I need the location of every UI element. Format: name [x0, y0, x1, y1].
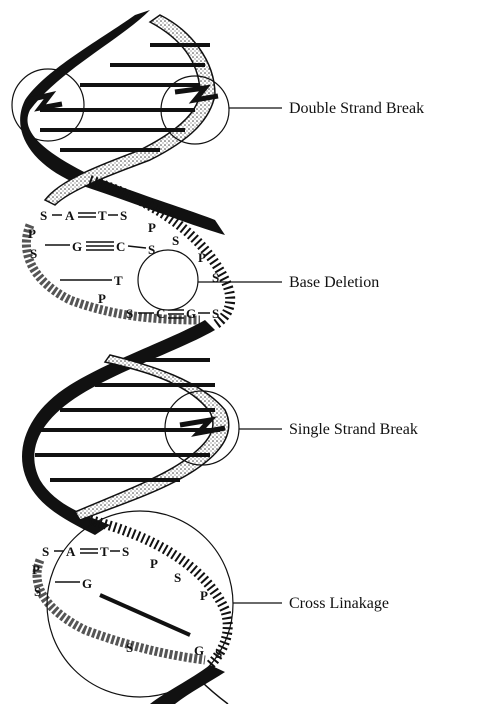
helix-strand-dark-bottom — [150, 665, 225, 704]
base-t: T — [98, 208, 107, 223]
base-s8: S — [126, 640, 133, 655]
backbone-s-l2: S — [34, 584, 41, 599]
base-s4: S — [126, 306, 133, 321]
backbone-p-l2: P — [32, 562, 40, 577]
label-base-deletion: Base Deletion — [289, 274, 379, 291]
base-s6: S — [42, 544, 49, 559]
leader-lines — [198, 108, 282, 603]
base-s7: S — [122, 544, 129, 559]
backbone-s-r3: S — [174, 570, 181, 585]
cross-link-bar — [100, 595, 190, 635]
base-deletion-circle — [138, 250, 198, 310]
label-double-strand-break: Double Strand Break — [289, 100, 424, 117]
base-g: G — [72, 239, 82, 254]
backbone-p-r3: P — [150, 556, 158, 571]
base-g2: G — [186, 306, 196, 321]
base-c: C — [116, 239, 125, 254]
backbone-s-r2: S — [212, 270, 219, 285]
base-t3: T — [100, 544, 109, 559]
base-g3: G — [82, 576, 92, 591]
base-s1: S — [40, 208, 47, 223]
label-cross-linkage: Cross Linakage — [289, 595, 389, 612]
helix-strand-light-bottom — [200, 680, 228, 704]
backbone-p-r1: P — [148, 220, 156, 235]
helix-middle-section — [22, 320, 239, 535]
backbone-s-l1: S — [30, 246, 37, 261]
base-t2: T — [114, 273, 123, 288]
backbone-p-r4: P — [200, 588, 208, 603]
annotation-labels: Double Strand Break Base Deletion Single… — [289, 100, 424, 612]
base-p1: P — [98, 291, 106, 306]
backbone-p-r2: P — [198, 250, 206, 265]
backbone-s-r1: S — [172, 233, 179, 248]
base-s2: S — [120, 208, 127, 223]
base-a: A — [65, 208, 75, 223]
base-g4: G — [194, 643, 204, 658]
base-segment-lower: S A T S G S G S P S P P S — [32, 511, 233, 697]
label-single-strand-break: Single Strand Break — [289, 421, 418, 438]
backbone-p-l1: P — [28, 226, 36, 241]
helix-top-section — [12, 10, 229, 235]
helix-bottom-section — [150, 665, 228, 704]
base-s5: S — [212, 306, 219, 321]
